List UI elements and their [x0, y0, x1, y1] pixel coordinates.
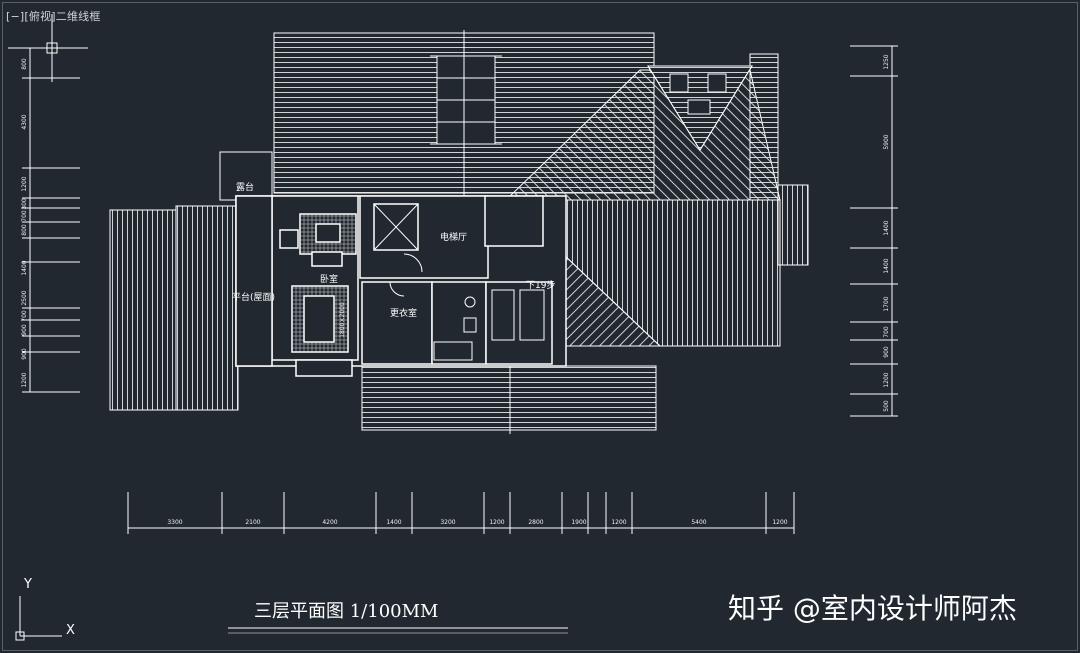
dim-label: 3200: [440, 519, 455, 526]
dim-label: 5400: [691, 519, 706, 526]
dim-label: 800: [21, 58, 28, 70]
roof-east: [504, 53, 809, 347]
watermark-text: 知乎 @室内设计师阿杰: [728, 592, 1017, 625]
dim-label: 300: [21, 198, 28, 210]
dim-label: 1200: [21, 372, 28, 387]
label-xiaolou: 下19步: [526, 280, 555, 291]
dim-label: 1200: [611, 519, 626, 526]
dim-label: 2100: [245, 519, 260, 526]
label-gengyi: 更衣室: [390, 307, 417, 319]
label-bed-size: 1800×2000: [339, 302, 346, 338]
dim-label: 5900: [883, 134, 890, 149]
bottom-dimension-chain: [127, 492, 795, 534]
room-labels: 露台 电梯厅 卧室 平台(屋面) 更衣室 下19步 1800×2000: [232, 181, 555, 338]
roof-west: [109, 151, 273, 411]
dim-label: 1900: [571, 519, 586, 526]
dim-label: 900: [21, 324, 28, 336]
dim-label: 3300: [167, 519, 182, 526]
dim-label: 1700: [883, 296, 890, 311]
dim-label: 800: [21, 224, 28, 236]
right-dimension-labels: 1250 5900 1400 1400 1700 700 900 1200 50…: [883, 54, 890, 412]
title-text: 三层平面图 1/100MM: [254, 601, 438, 622]
left-dimension-chain: [22, 47, 80, 393]
dim-label: 900: [883, 346, 890, 358]
roof-south: [361, 365, 657, 434]
dim-label: 1400: [386, 519, 401, 526]
dim-label: 700: [21, 310, 28, 322]
dim-label: 1200: [21, 176, 28, 191]
ucs-y-label: Y: [23, 577, 32, 592]
bottom-dimension-labels: 3300 2100 4200 1400 3200 1200 2800 1900 …: [167, 519, 787, 526]
drawing-title: 三层平面图 1/100MM: [228, 601, 568, 634]
dim-label: 500: [883, 400, 890, 412]
dim-label: 2500: [21, 290, 28, 305]
dim-label: 1200: [489, 519, 504, 526]
label-lutai: 露台: [236, 181, 254, 193]
chimney-ladder: [430, 30, 502, 195]
dim-label: 2800: [528, 519, 543, 526]
dim-label: 700: [883, 326, 890, 338]
floor-plan: [235, 195, 567, 377]
label-pingtai: 平台(屋面): [232, 291, 275, 303]
right-dimension-chain: [850, 45, 898, 417]
dim-label: 1200: [772, 519, 787, 526]
dim-label: 1400: [883, 258, 890, 273]
dim-label: 4300: [21, 114, 28, 129]
label-dianti-ting: 电梯厅: [440, 231, 467, 243]
dim-label: 1400: [21, 260, 28, 275]
viewport-controls-label[interactable]: [−][俯视]二维线框: [6, 10, 101, 23]
dim-label: 4200: [322, 519, 337, 526]
label-woshi: 卧室: [320, 273, 338, 285]
ucs-icon: [15, 596, 62, 641]
left-dimension-labels: 800 4300 1200 300 700 800 1400 2500 700 …: [21, 58, 28, 388]
dim-label: 1200: [883, 372, 890, 387]
dim-label: 1250: [883, 54, 890, 69]
ucs-x-label: X: [66, 623, 75, 638]
dim-label: 700: [21, 210, 28, 222]
dim-label: 1400: [883, 220, 890, 235]
dim-label: 900: [21, 348, 28, 360]
